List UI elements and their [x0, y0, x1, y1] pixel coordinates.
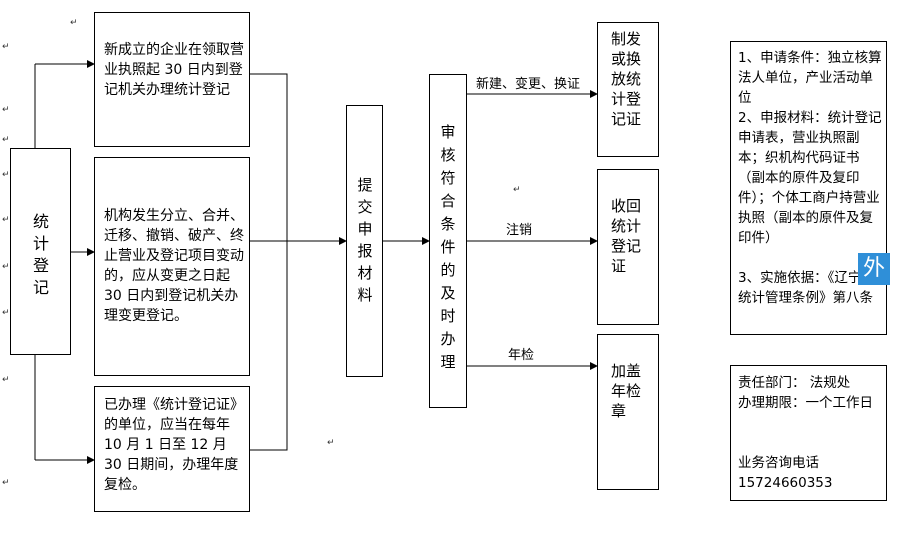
- floating-badge[interactable]: 外: [858, 253, 890, 285]
- paragraph-mark: ↵: [327, 438, 335, 448]
- paragraph-mark: ↵: [2, 308, 10, 318]
- paragraph-mark: ↵: [2, 478, 10, 488]
- label-cancel: 注销: [506, 223, 533, 239]
- review-box: 审核符合条件的及时办理: [429, 74, 467, 408]
- submit-box: 提交申报材料: [346, 105, 383, 377]
- paragraph-mark: ↵: [513, 185, 521, 195]
- revoke-text: 收回统计登记证: [611, 197, 642, 275]
- stamp-box: 加盖年检章: [597, 334, 659, 490]
- submit-label: 提交申报材料: [357, 176, 373, 304]
- contact-dept: 责任部门： 法规处: [738, 375, 851, 391]
- issue-text: 制发或换放统计登记证: [611, 30, 642, 128]
- revoke-box: 收回统计登记证: [597, 169, 659, 325]
- paragraph-mark: ↵: [2, 215, 10, 225]
- info-line-3: 3、实施依据：《辽宁省统计管理条例》第八条: [738, 270, 875, 306]
- contact-box: 责任部门： 法规处 办理期限：一个工作日 业务咨询电话 15724660353: [730, 365, 887, 501]
- paragraph-mark: ↵: [2, 262, 10, 272]
- annual-text: 已办理《统计登记证》的单位，应当在每年 10 月 1 日至 12 月 30 日期…: [104, 397, 244, 493]
- contact-phone: 15724660353: [738, 475, 833, 491]
- paragraph-mark: ↵: [2, 375, 10, 385]
- label-yearly: 年检: [508, 348, 535, 364]
- paragraph-mark: ↵: [2, 105, 10, 115]
- paragraph-mark: ↵: [2, 170, 10, 180]
- info-line-1: 1、申请条件：独立核算法人单位，产业活动单位: [738, 50, 882, 106]
- contact-period: 办理期限：一个工作日: [738, 395, 873, 411]
- stamp-text: 加盖年检章: [611, 362, 642, 420]
- review-label: 审核符合条件的及时办理: [440, 123, 456, 371]
- change-text: 机构发生分立、合并、迁移、撤销、破产、终止营业及登记项目变动的，应从变更之日起 …: [104, 208, 244, 324]
- start-box: 统计登记: [10, 148, 71, 355]
- new-enterprise-text: 新成立的企业在领取营业执照起 30 日内到登记机关办理统计登记: [104, 42, 244, 98]
- paragraph-mark: ↵: [2, 42, 10, 52]
- start-label: 统计登记: [32, 212, 49, 297]
- paragraph-mark: ↵: [70, 18, 78, 28]
- change-box: 机构发生分立、合并、迁移、撤销、破产、终止营业及登记项目变动的，应从变更之日起 …: [94, 157, 250, 376]
- issue-box: 制发或换放统计登记证: [597, 22, 659, 157]
- info-line-2: 2、申报材料：统计登记申请表，营业执照副本；织机构代码证书（副本的原件及复印件）…: [738, 110, 882, 246]
- label-new-change-renew: 新建、变更、换证: [476, 77, 581, 93]
- line-new-to-bus: [250, 73, 288, 451]
- paragraph-mark: ↵: [2, 135, 10, 145]
- contact-phone-label: 业务咨询电话: [738, 455, 819, 471]
- new-enterprise-box: 新成立的企业在领取营业执照起 30 日内到登记机关办理统计登记: [94, 12, 250, 147]
- annual-box: 已办理《统计登记证》的单位，应当在每年 10 月 1 日至 12 月 30 日期…: [94, 386, 250, 512]
- info-box: 1、申请条件：独立核算法人单位，产业活动单位 2、申报材料：统计登记申请表，营业…: [730, 41, 887, 335]
